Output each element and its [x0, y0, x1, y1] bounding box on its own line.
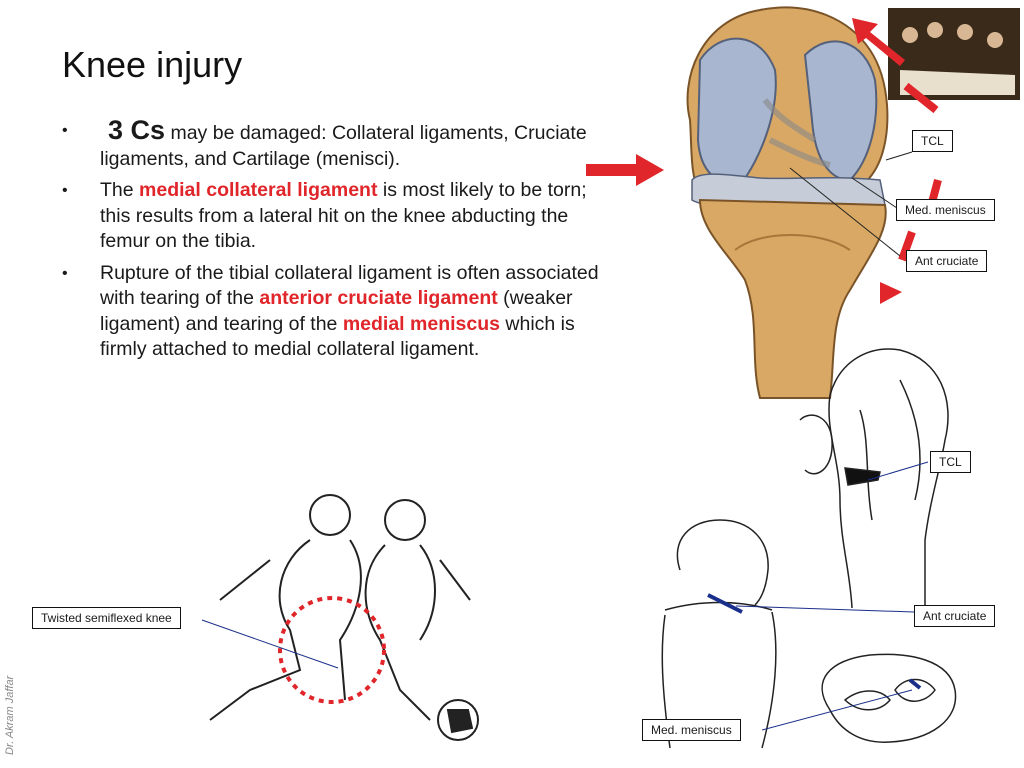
label-med-meniscus-top: Med. meniscus	[896, 199, 995, 221]
leader-lines-bottom	[201, 461, 929, 731]
highlight-medial-meniscus: medial meniscus	[342, 312, 500, 335]
knee-anatomy-image	[686, 6, 889, 399]
bullet-text: may be damaged: Collateral ligaments, Cr…	[100, 122, 587, 170]
highlight-acl: anterior cruciate ligament	[259, 287, 498, 309]
bullet-marker: •	[62, 182, 68, 199]
bullet-text: (weaker ligament) and tearing of the	[100, 287, 573, 335]
label-tcl-top: TCL	[912, 130, 953, 152]
label-twisted-knee: Twisted semiflexed knee	[32, 607, 181, 629]
knee-highlight-circle	[278, 596, 386, 704]
label-tcl-bottom: TCL	[930, 451, 971, 473]
bullet-marker: •	[62, 264, 68, 282]
knee-sketch-lateral	[799, 348, 949, 609]
arrow-up-left-icon	[852, 18, 905, 66]
bullet-text: is most likely to be torn; this results …	[100, 179, 587, 252]
bullet-marker: •	[62, 122, 68, 139]
red-arrows	[586, 18, 942, 304]
slide-title: Knee injury	[62, 44, 243, 85]
red-dash-icon	[903, 82, 939, 114]
red-dash-icon	[898, 230, 916, 262]
bullet-text: The	[100, 179, 140, 201]
arrow-right-icon	[586, 154, 664, 186]
label-med-meniscus-bottom: Med. meniscus	[642, 719, 741, 741]
bullet-item: • 3 Cs may be damaged: Collateral ligame…	[62, 115, 622, 172]
bullet-text: which is firmly attached to medial colla…	[100, 312, 575, 361]
knee-sketch-frontal	[661, 519, 777, 749]
label-ant-cruciate-top: Ant cruciate	[906, 250, 988, 272]
arrow-triangle-icon	[880, 282, 902, 304]
bullet-text: Rupture of the tibial collateral ligamen…	[100, 261, 599, 310]
author-watermark: Dr. Akram Jaffar	[4, 675, 16, 755]
football-players-sketch	[209, 494, 479, 741]
bullet-list: • 3 Cs may be damaged: Collateral ligame…	[62, 115, 622, 369]
meniscus-sketch	[821, 653, 957, 743]
leader-lines-top	[789, 151, 913, 257]
bullet-item: • The medial collateral ligament is most…	[62, 178, 622, 255]
three-cs-lead: 3 Cs	[108, 115, 166, 145]
highlight-mcl: medial collateral ligament	[139, 179, 378, 201]
label-ant-cruciate-bottom: Ant cruciate	[914, 605, 996, 627]
bullet-item: • Rupture of the tibial collateral ligam…	[62, 261, 622, 363]
